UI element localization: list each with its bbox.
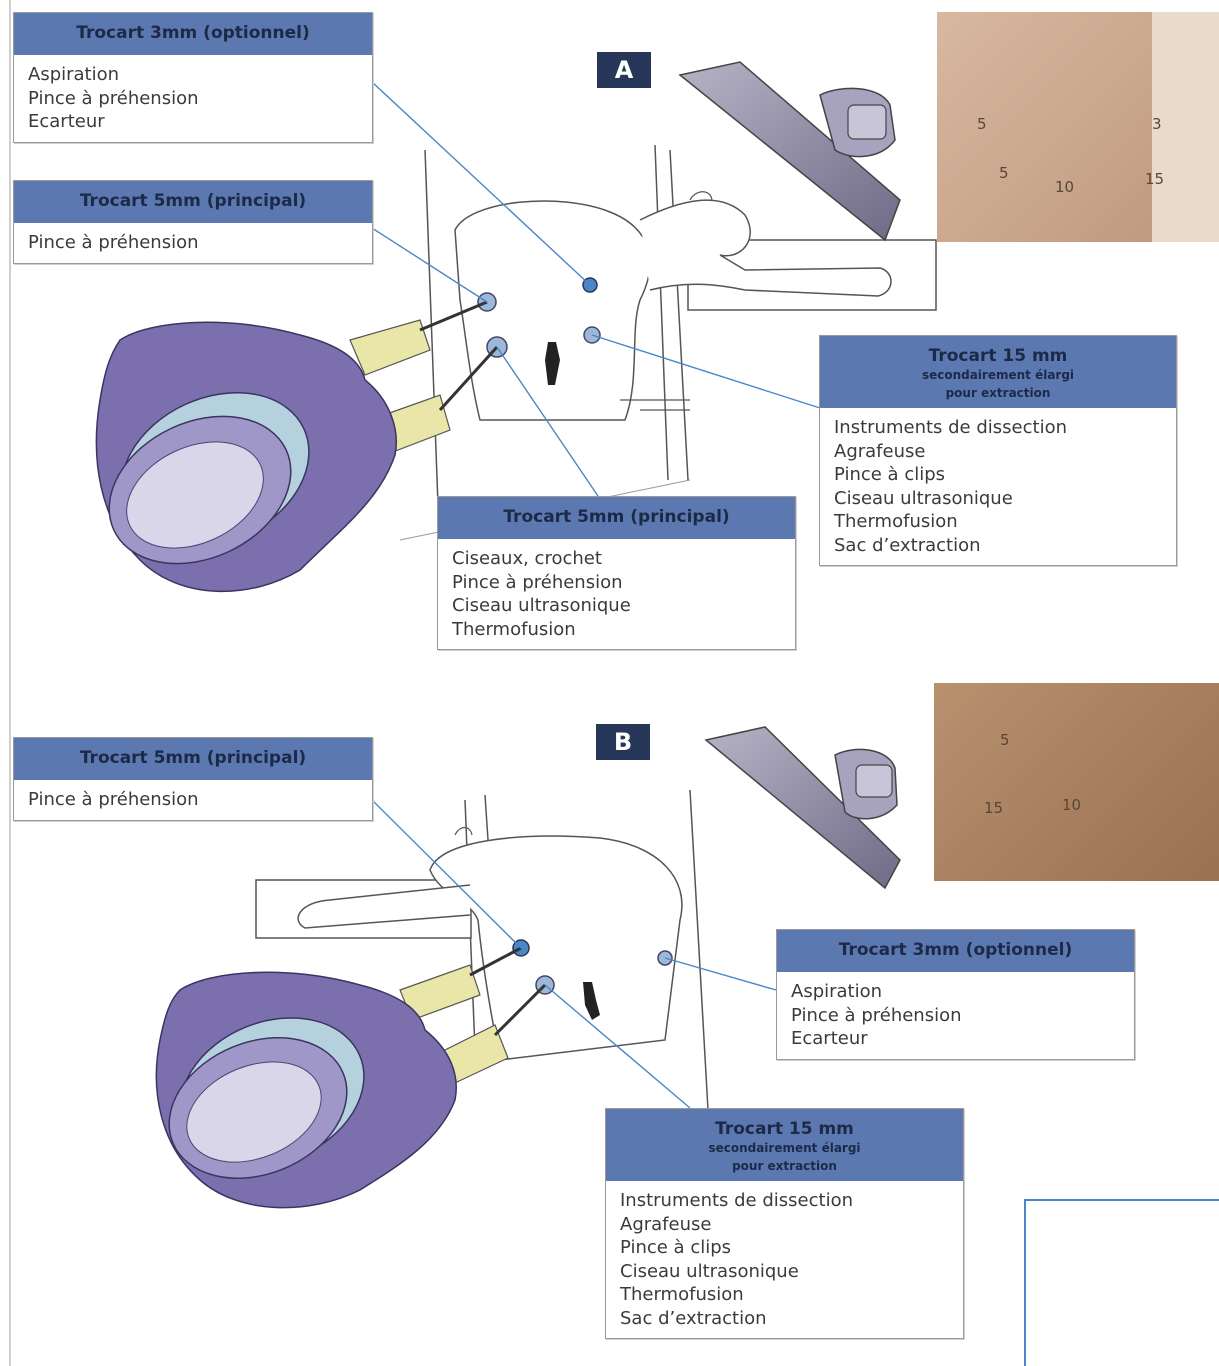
instrument-list: Pince à préhension	[14, 223, 372, 263]
surgeon-b	[148, 948, 545, 1208]
instrument-item: Pince à clips	[620, 1236, 949, 1260]
instrument-item: Thermofusion	[834, 510, 1162, 534]
trocar-3mm-box-b: Trocart 3mm (optionnel) Aspiration Pince…	[776, 929, 1135, 1060]
trocar-15mm-box-a: Trocart 15 mm secondairement élargi pour…	[819, 335, 1177, 566]
photo-number: 10	[1055, 178, 1074, 196]
instrument-item: Aspiration	[791, 980, 1120, 1004]
box-title: Trocart 5mm (principal)	[14, 181, 372, 223]
instrument-item: Instruments de dissection	[834, 416, 1162, 440]
photo-number: 3	[1152, 115, 1162, 133]
patient-photo-b: 5 15 10	[934, 683, 1219, 881]
instrument-item: Pince à préhension	[791, 1004, 1120, 1028]
instrument-item: Pince à préhension	[28, 231, 358, 255]
trocar-3mm-box-a: Trocart 3mm (optionnel) Aspiration Pince…	[13, 12, 373, 143]
box-title: Trocart 5mm (principal)	[14, 738, 372, 780]
photo-number: 10	[1062, 796, 1081, 814]
instrument-item: Ciseau ultrasonique	[620, 1260, 949, 1284]
patient-photo-a: 5 3 5 10 15	[937, 12, 1219, 242]
instrument-item: Pince à clips	[834, 463, 1162, 487]
instrument-item: Ecarteur	[791, 1027, 1120, 1051]
box-title: Trocart 15 mm	[820, 336, 1176, 366]
photo-number: 15	[984, 799, 1003, 817]
trocar-5mm-box-b: Trocart 5mm (principal) Pince à préhensi…	[13, 737, 373, 821]
box-title: Trocart 3mm (optionnel)	[777, 930, 1134, 972]
trocar-15mm-box-b: Trocart 15 mm secondairement élargi pour…	[605, 1108, 964, 1339]
photo-number: 5	[977, 115, 987, 133]
trocar-5mm-box-a-bottom: Trocart 5mm (principal) Ciseaux, crochet…	[437, 496, 796, 650]
instrument-item: Sac d’extraction	[834, 534, 1162, 558]
box-title: Trocart 3mm (optionnel)	[14, 13, 372, 55]
trocar-5mm-box-a-left: Trocart 5mm (principal) Pince à préhensi…	[13, 180, 373, 264]
instrument-list: Aspiration Pince à préhension Ecarteur	[14, 55, 372, 142]
instrument-item: Ciseaux, crochet	[452, 547, 781, 571]
instrument-item: Instruments de dissection	[620, 1189, 949, 1213]
instrument-item: Thermofusion	[452, 618, 781, 642]
instrument-list: Pince à préhension	[14, 780, 372, 820]
instrument-item: Ecarteur	[28, 110, 358, 134]
photo-number: 5	[1000, 731, 1010, 749]
photo-number: 5	[999, 164, 1009, 182]
instrument-item: Pince à préhension	[452, 571, 781, 595]
instrument-list: Aspiration Pince à préhension Ecarteur	[777, 972, 1134, 1059]
box-title: Trocart 15 mm	[606, 1109, 963, 1139]
monitor-b	[706, 727, 900, 888]
box-title: Trocart 5mm (principal)	[438, 497, 795, 539]
instrument-list: Instruments de dissection Agrafeuse Pinc…	[820, 408, 1176, 565]
instrument-item: Thermofusion	[620, 1283, 949, 1307]
instrument-item: Sac d’extraction	[620, 1307, 949, 1331]
box-subtitle: pour extraction	[820, 384, 1176, 402]
instrument-item: Ciseau ultrasonique	[834, 487, 1162, 511]
instrument-item: Agrafeuse	[834, 440, 1162, 464]
instrument-item: Agrafeuse	[620, 1213, 949, 1237]
corner-frame	[1025, 1200, 1219, 1366]
instrument-list: Ciseaux, crochet Pince à préhension Cise…	[438, 539, 795, 649]
photo-number: 15	[1145, 170, 1164, 188]
panel-badge-a: A	[597, 52, 651, 88]
patient-torso	[430, 836, 682, 1060]
box-subtitle: secondairement élargi	[820, 366, 1176, 384]
instrument-item: Pince à préhension	[28, 87, 358, 111]
box-subtitle: pour extraction	[606, 1157, 963, 1175]
instrument-item: Pince à préhension	[28, 788, 358, 812]
instrument-item: Ciseau ultrasonique	[452, 594, 781, 618]
panel-badge-b: B	[596, 724, 650, 760]
instrument-list: Instruments de dissection Agrafeuse Pinc…	[606, 1181, 963, 1338]
box-subtitle: secondairement élargi	[606, 1139, 963, 1157]
instrument-item: Aspiration	[28, 63, 358, 87]
